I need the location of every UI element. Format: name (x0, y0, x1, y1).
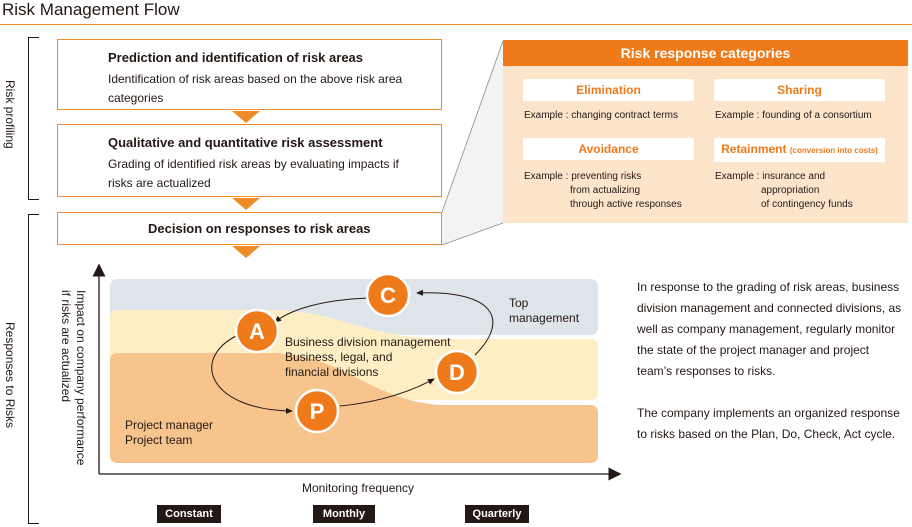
text-line: management (509, 311, 580, 325)
connector-shade (442, 41, 503, 245)
category-elimination: Elimination (523, 79, 694, 101)
y-axis-label: Impact on company performance if risks a… (58, 290, 88, 465)
cycle-node-d: D (434, 349, 480, 395)
step-assessment-text: Grading of identified risk areas by eval… (108, 155, 399, 193)
text-line: categories (108, 91, 164, 105)
text-line: Impact on company performance (74, 290, 88, 466)
cycle-node-c-letter: C (380, 283, 396, 308)
category-sharing-example: Example : founding of a consortium (715, 110, 872, 121)
category-elimination-example: Example : changing contract terms (524, 110, 678, 121)
category-sharing: Sharing (714, 79, 885, 101)
text-line: Identification of risk areas based on th… (108, 72, 403, 86)
frequency-monthly: Monthly (313, 505, 375, 523)
band-label-top-management: Top management (509, 296, 579, 326)
category-avoidance-example: Example : preventing risks from actualiz… (524, 170, 682, 212)
text-line: Project manager (125, 418, 214, 432)
connector-line-top (441, 40, 504, 213)
text-line: Business division management (285, 335, 451, 349)
category-retainment-note: (conversion into costs) (789, 146, 878, 155)
x-axis-label: Monitoring frequency (302, 481, 415, 495)
band-label-business-division: Business division management Business, l… (285, 335, 450, 380)
cycle-node-p-letter: P (310, 399, 325, 424)
frequency-quarterly: Quarterly (465, 505, 529, 523)
text-line: Project team (125, 433, 193, 447)
step-decision-box: Decision on responses to risk areas (57, 212, 442, 245)
cycle-node-d-letter: D (449, 360, 465, 385)
risk-categories-title: Risk response categories (503, 40, 908, 66)
text-line: if risks are actualized (59, 290, 73, 403)
step-identification-heading: Prediction and identification of risk ar… (108, 50, 364, 65)
category-avoidance: Avoidance (523, 138, 694, 160)
cycle-arrow-d-to-c (416, 289, 494, 356)
text-line: risks are actualized (108, 176, 211, 190)
title-divider (0, 24, 912, 25)
category-retainment-name: Retainment (721, 142, 787, 156)
category-retainment: Retainment (conversion into costs) (714, 138, 885, 162)
cycle-node-a: A (234, 308, 280, 354)
band-project-team (110, 353, 598, 463)
text-line: Grading of identified risk areas by eval… (108, 157, 399, 171)
text-line: appropriation (761, 185, 820, 196)
text-line: Top (509, 296, 529, 310)
step-decision-heading: Decision on responses to risk areas (148, 221, 371, 236)
text-line: Example : insurance and (715, 171, 826, 182)
step-identification-box: Prediction and identification of risk ar… (57, 39, 442, 110)
text-line: of contingency funds (761, 199, 853, 210)
text-line: from actualizing (570, 185, 641, 196)
flow-arrow-3 (232, 246, 260, 258)
text-line: financial divisions (285, 365, 379, 379)
connector-line-bottom (441, 222, 504, 246)
risk-categories-panel: Risk response categories Elimination Exa… (503, 40, 908, 223)
cycle-arrow-p-to-d (339, 378, 435, 407)
step-assessment-box: Qualitative and quantitative risk assess… (57, 124, 442, 197)
flow-arrow-1 (232, 111, 260, 123)
category-retainment-example: Example : insurance and appropriation of… (715, 170, 853, 212)
step-identification-text: Identification of risk areas based on th… (108, 70, 402, 108)
step-assessment-heading: Qualitative and quantitative risk assess… (108, 135, 383, 150)
text-line: through active responses (570, 199, 682, 210)
cycle-arrow-a-to-p (211, 335, 293, 414)
cycle-arrow-c-to-a (274, 297, 369, 323)
risk-profiling-bracket (28, 37, 39, 200)
page-title: Risk Management Flow (2, 0, 180, 19)
cycle-node-c: C (365, 272, 411, 318)
cycle-node-a-letter: A (249, 319, 265, 344)
cycle-node-p: P (294, 388, 340, 434)
description-paragraph-2: The company implements an organized resp… (637, 406, 900, 441)
band-label-project-team: Project manager Project team (125, 418, 213, 448)
text-line: Example : preventing risks (524, 171, 642, 182)
frequency-constant: Constant (157, 505, 221, 523)
flow-arrow-2 (232, 198, 260, 210)
description-paragraph-1: In response to the grading of risk areas… (637, 280, 902, 378)
text-line: Business, legal, and (285, 350, 393, 364)
responses-bracket (28, 214, 39, 524)
